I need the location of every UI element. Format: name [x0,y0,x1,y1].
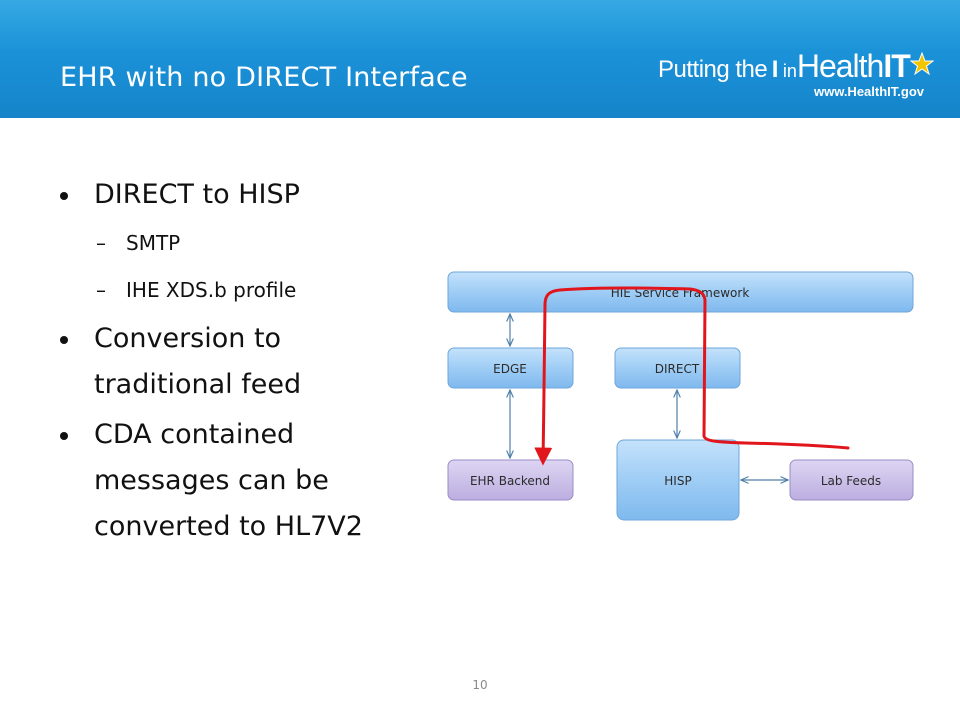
bullet-dot-icon [60,432,68,440]
logo-text-health: Health [796,48,884,84]
sub-bullet-text: SMTP [126,231,181,255]
logo-wordmark: Putting the I inHealthIT [658,46,911,93]
bullet-text-line: CDA contained [94,419,295,450]
sub-bullet-dash: – [96,278,106,302]
bullet-dot-icon [60,192,68,200]
logo-text-i: I [771,56,779,83]
star-icon [910,52,934,76]
edge-node: EDGE [447,347,574,389]
logo-text-putting: Putting the [658,56,768,83]
bullet-dot-icon [60,336,68,344]
logo-text-in: in [782,61,797,81]
lab-feeds-label: Lab Feeds [821,474,881,488]
bullet-item: Conversion to traditional feed [58,316,398,408]
hisp-node: HISP [616,439,740,521]
logo-url: www.HealthIT.gov [813,84,924,99]
healthit-logo: Putting the I inHealthIT www.HealthIT.go… [658,46,938,108]
logo-text-it: IT [883,48,910,84]
page-number: 10 [472,678,488,692]
ehr-backend-label: EHR Backend [470,474,550,488]
hie-service-framework-node: HIE Service Framework [447,271,914,313]
bullet-list: DIRECT to HISP – SMTP – IHE XDS.b profil… [58,172,398,550]
sub-bullet-text: IHE XDS.b profile [126,278,297,302]
lab-feeds-node: Lab Feeds [789,459,914,501]
sub-bullet-item: – SMTP [58,218,398,268]
title-banner: EHR with no DIRECT Interface Putting the… [0,0,960,118]
bullet-text-line: converted to HL7V2 [94,511,363,542]
banner-sheen [0,0,960,52]
red-annotation-arrow [534,286,850,466]
edge-label: EDGE [493,362,527,376]
sub-bullet-item: – IHE XDS.b profile [58,268,398,312]
direct-node: DIRECT [614,347,741,389]
sub-bullet-dash: – [96,231,106,255]
bullet-text: DIRECT to HISP [94,179,300,210]
ehr-backend-node: EHR Backend [447,459,574,501]
bullet-item: DIRECT to HISP [58,172,398,218]
bullet-text-line: traditional feed [94,369,302,400]
hisp-label: HISP [664,474,691,488]
direct-label: DIRECT [655,362,700,376]
slide-title: EHR with no DIRECT Interface [60,62,468,93]
bullet-text-line: Conversion to [94,323,282,354]
bullet-item: CDA contained messages can be converted … [58,412,398,550]
bullet-text-line: messages can be [94,465,329,496]
